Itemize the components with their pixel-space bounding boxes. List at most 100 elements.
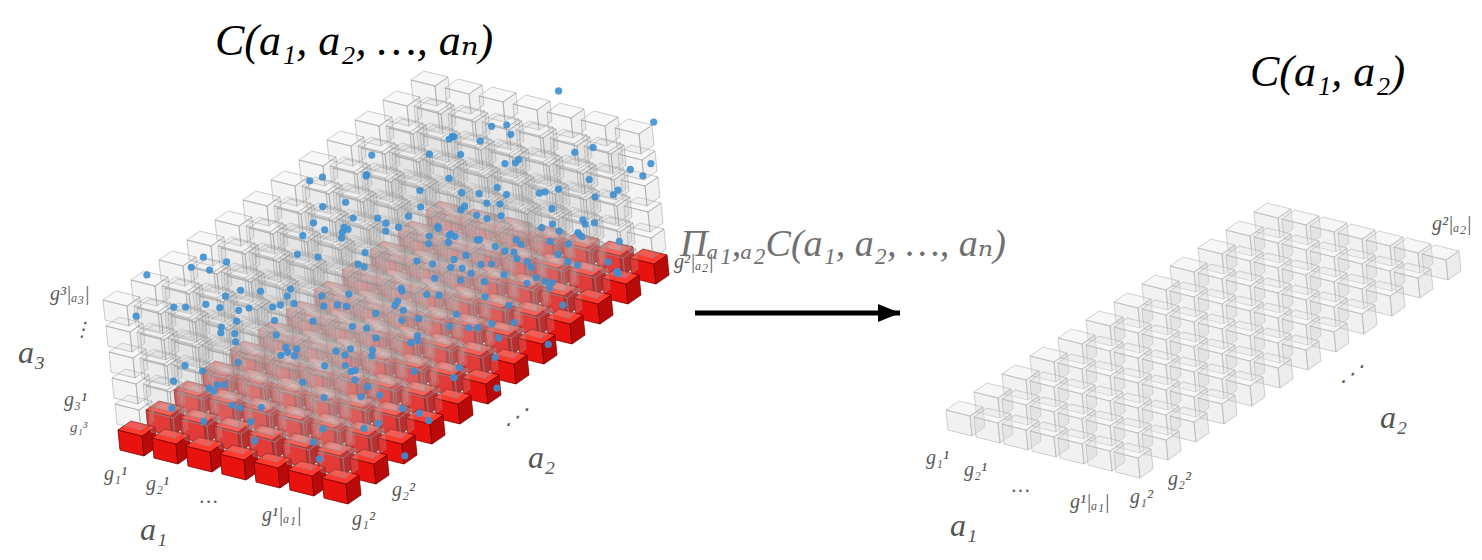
cube-face	[317, 235, 354, 250]
data-point	[199, 367, 206, 374]
cube-face	[1030, 422, 1067, 437]
cube-face	[1142, 400, 1179, 415]
data-point	[559, 302, 566, 309]
cube-face	[1282, 260, 1319, 275]
cube-face	[1254, 253, 1291, 268]
cube-face	[1058, 429, 1095, 444]
cube-face	[267, 303, 304, 318]
cube-face	[1338, 274, 1375, 289]
cube-face	[103, 291, 140, 306]
data-point	[320, 303, 327, 310]
data-point	[350, 215, 357, 222]
data-point	[321, 362, 328, 369]
data-point	[332, 348, 339, 355]
data-point	[446, 323, 453, 330]
data-point	[133, 313, 140, 320]
data-point	[273, 331, 280, 338]
data-point	[306, 177, 313, 184]
data-point	[248, 418, 255, 425]
data-point	[476, 190, 483, 197]
data-point	[216, 304, 223, 311]
cube-face	[1254, 328, 1291, 343]
cube-face	[295, 283, 332, 298]
data-point	[206, 266, 213, 273]
data-point	[237, 404, 244, 411]
data-point	[523, 280, 530, 287]
cube-face	[411, 71, 448, 86]
data-point	[445, 232, 452, 239]
data-point	[400, 307, 407, 314]
data-point	[483, 215, 490, 222]
data-point	[372, 334, 379, 341]
cube-face	[165, 279, 202, 294]
data-point	[456, 364, 463, 371]
cube-face	[1142, 375, 1179, 390]
cube-face	[457, 135, 494, 150]
data-point	[362, 173, 369, 180]
data-point	[200, 418, 207, 425]
cube-face	[335, 319, 372, 334]
data-point	[450, 374, 457, 381]
cube-face	[1422, 245, 1459, 260]
cube-face	[1058, 354, 1095, 369]
data-point	[200, 254, 207, 261]
data-point	[376, 392, 383, 399]
data-point	[277, 352, 284, 359]
cube-face	[1226, 296, 1263, 311]
cube-face	[463, 163, 500, 178]
data-point	[320, 394, 327, 401]
cube-face	[385, 251, 422, 266]
data-point	[411, 368, 418, 375]
data-point	[369, 346, 376, 353]
cube-face	[1114, 393, 1151, 408]
cube-face	[1114, 443, 1151, 458]
cube-face	[1142, 300, 1179, 315]
cube-face	[355, 111, 392, 126]
data-point	[450, 256, 457, 263]
data-point	[407, 339, 414, 346]
cube-face	[553, 131, 590, 146]
data-points	[133, 87, 658, 462]
data-point	[223, 258, 230, 265]
data-point	[277, 301, 284, 308]
cube-face	[1142, 275, 1179, 290]
cube-face	[1198, 339, 1235, 354]
data-point	[282, 344, 289, 351]
cube-face	[383, 91, 420, 106]
data-point	[143, 271, 150, 278]
cube-face	[513, 95, 550, 110]
data-point	[494, 184, 501, 191]
data-point	[414, 337, 421, 344]
cube-face	[367, 167, 404, 182]
cube-face	[1114, 343, 1151, 358]
cube-face	[277, 199, 314, 214]
data-point	[291, 352, 298, 359]
cube-face	[946, 401, 983, 416]
data-point	[374, 215, 381, 222]
cube-face	[1170, 307, 1207, 322]
cube-face	[419, 259, 456, 274]
data-point	[435, 292, 442, 299]
data-point	[590, 144, 597, 151]
data-point	[338, 234, 345, 241]
cube-face	[1114, 368, 1151, 383]
cube-face	[221, 239, 258, 254]
data-point	[245, 304, 252, 311]
data-point	[416, 410, 423, 417]
data-point	[232, 338, 239, 345]
data-point	[497, 212, 504, 219]
cube-face	[1170, 282, 1207, 297]
data-point	[512, 159, 519, 166]
cube-face	[273, 331, 310, 346]
cube-face	[1282, 235, 1319, 250]
data-point	[342, 199, 349, 206]
data-point	[423, 291, 430, 298]
data-point	[461, 203, 468, 210]
data-point	[513, 255, 520, 262]
data-point	[319, 174, 326, 181]
data-point	[401, 452, 408, 459]
data-point	[554, 251, 561, 258]
data-point	[354, 261, 361, 268]
data-point	[287, 285, 294, 292]
data-point	[294, 251, 301, 258]
